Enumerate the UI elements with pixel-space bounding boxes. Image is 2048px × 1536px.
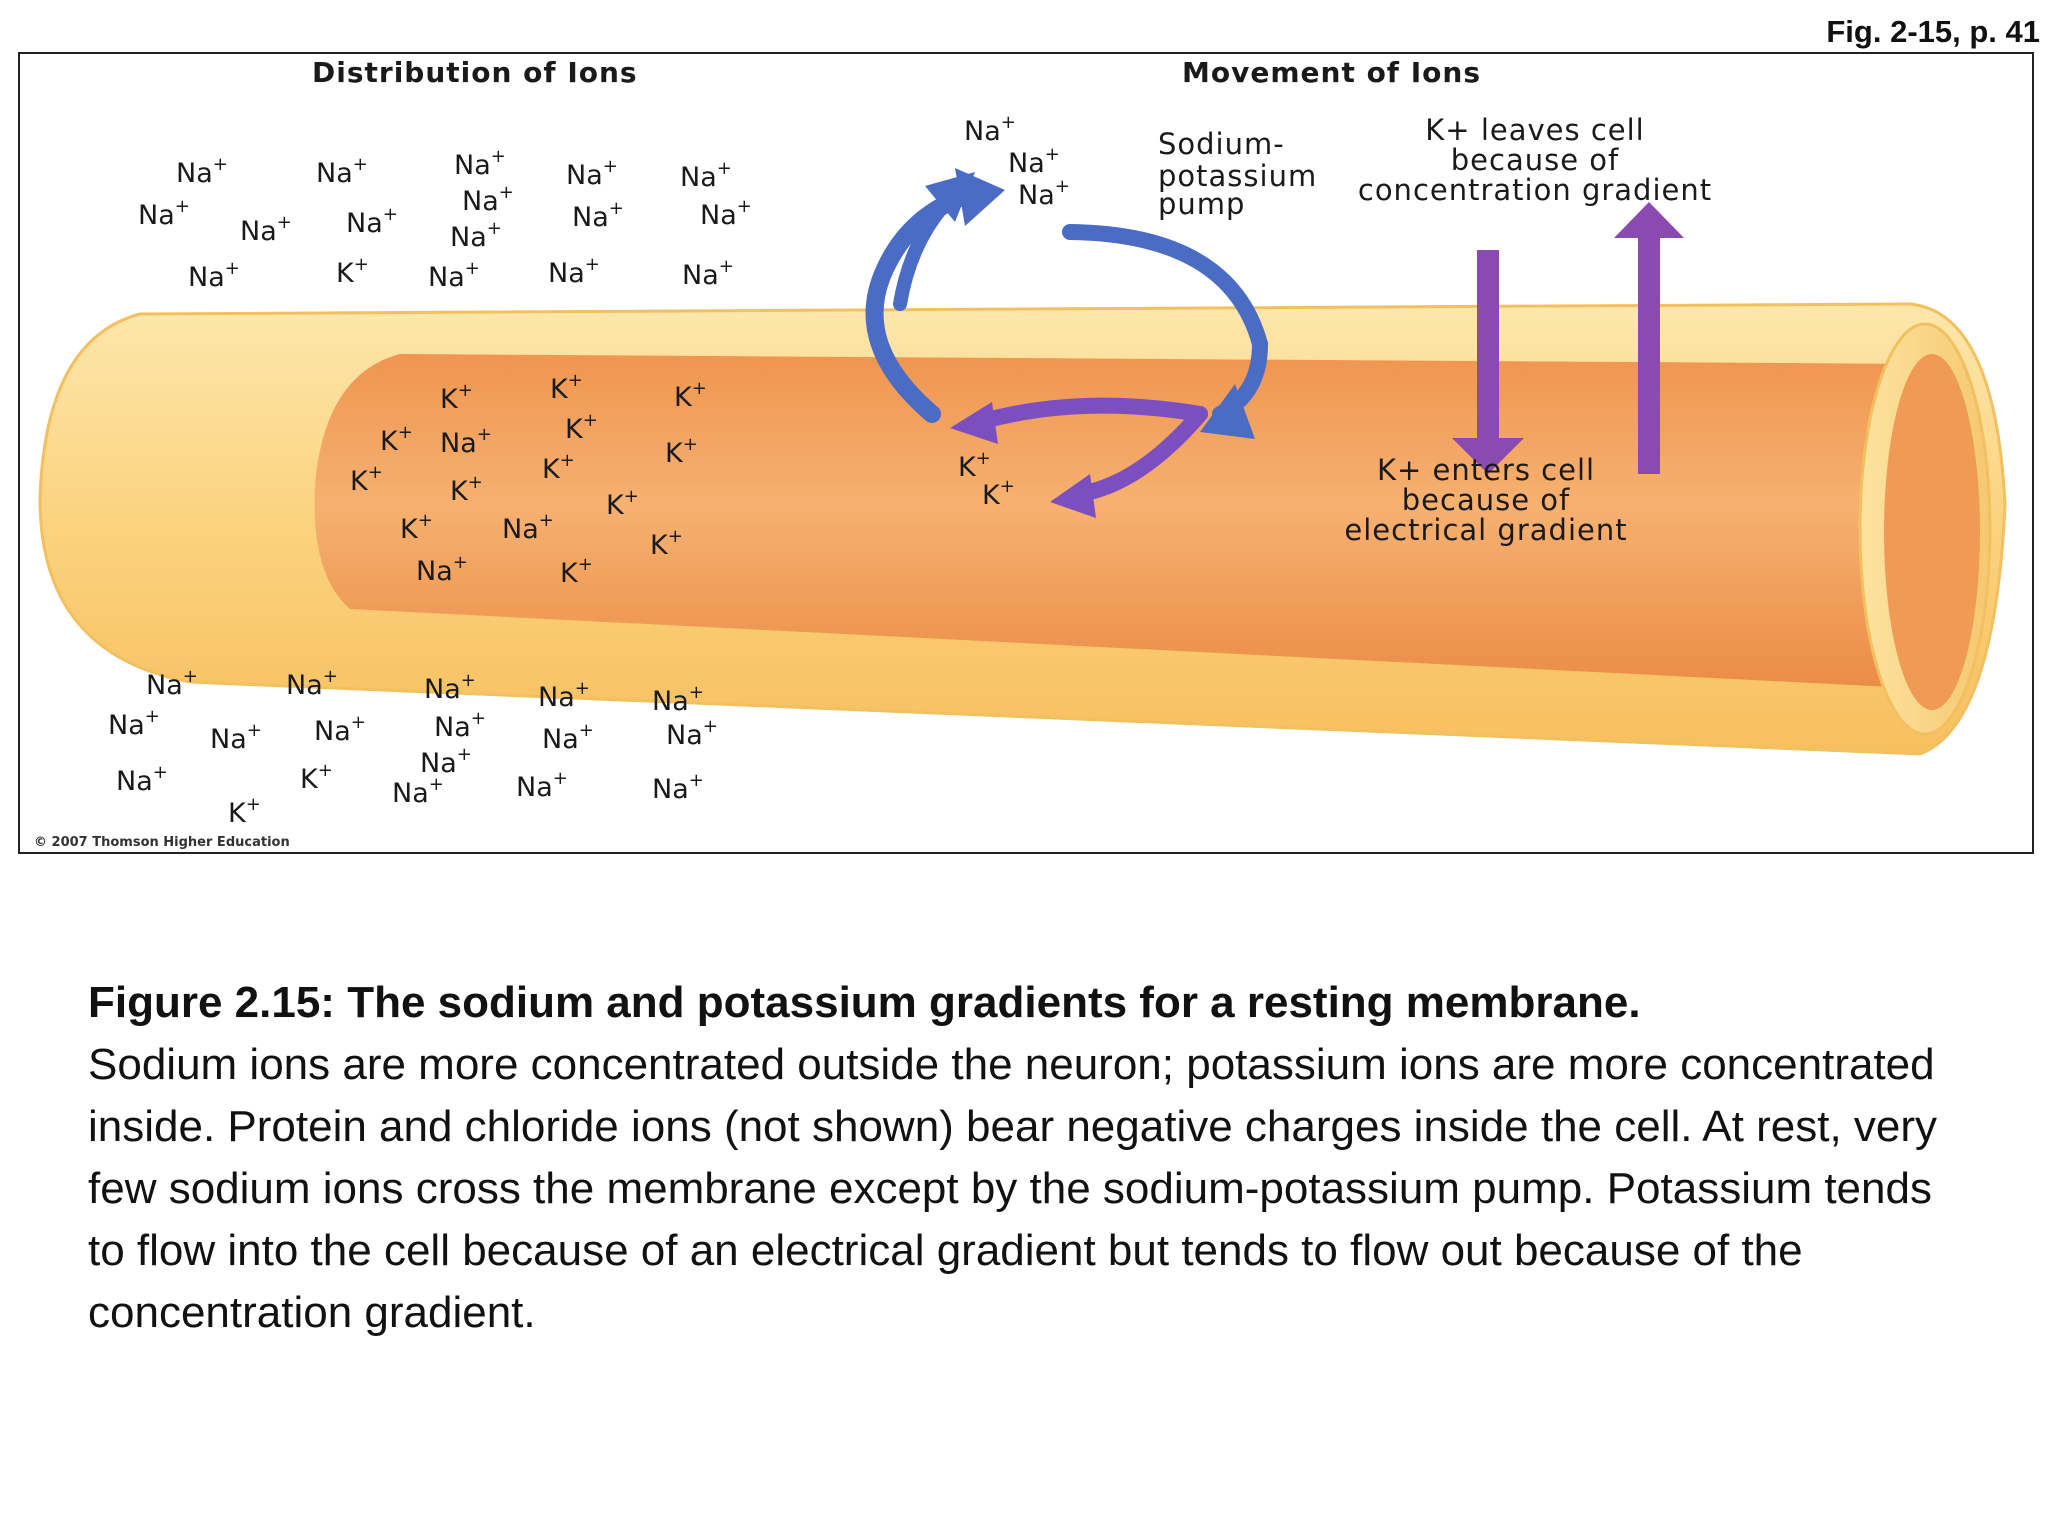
k-exit-arrow-shaft <box>1638 234 1660 474</box>
na-ion: Na+ <box>176 154 228 189</box>
k-enters-label-line-2: because of <box>1402 483 1570 517</box>
k-ion: K+ <box>228 794 261 829</box>
k-entry-arrowhead <box>1452 438 1524 474</box>
na-ion: Na+ <box>108 706 160 741</box>
na-ion: Na+ <box>666 716 718 751</box>
na-ion: Na+ <box>210 720 262 755</box>
na-ion: Na+ <box>450 218 502 253</box>
na-ion: Na+ <box>652 770 704 805</box>
na-ion: Na+ <box>316 154 368 189</box>
k-entry-arrow-shaft-lower <box>1477 372 1499 442</box>
na-ion: Na+ <box>138 196 190 231</box>
k-ion: K+ <box>400 510 433 545</box>
na-ion: Na+ <box>434 708 486 743</box>
heading-distribution: Distribution of Ions <box>312 56 638 89</box>
na-ion: Na+ <box>548 254 600 289</box>
k-channel-arrows <box>1452 202 1684 474</box>
ions-outside-top: Na+ Na+ Na+ Na+ Na+ Na+ Na+ Na+ Na+ Na+ … <box>138 146 752 293</box>
pump-return-arrow <box>1062 224 1269 422</box>
k-influx-arrow <box>1072 406 1208 502</box>
k-ion: K+ <box>650 526 683 561</box>
na-ion: Na+ <box>454 146 506 181</box>
axon-cut-end-inner <box>1884 354 1980 710</box>
k-enters-label-line-1: K+ enters cell <box>1377 453 1595 487</box>
na-ion: Na+ <box>116 762 168 797</box>
k-influx-arrowhead <box>1050 474 1096 518</box>
figure-caption: Figure 2.15: The sodium and potassium gr… <box>88 972 1968 1344</box>
na-ion: Na+ <box>428 258 480 293</box>
k-ion: K+ <box>300 760 333 795</box>
na-ion: Na+ <box>516 768 568 803</box>
na-ion: Na+ <box>682 256 734 291</box>
na-ion: Na+ <box>572 198 624 233</box>
k-leaves-label-line-3: concentration gradient <box>1358 173 1712 207</box>
figure-reference: Fig. 2-15, p. 41 <box>1826 14 2040 49</box>
k-ion: K+ <box>336 254 369 289</box>
k-leaves-label-line-2: because of <box>1451 143 1619 177</box>
k-enters-label-line-3: electrical gradient <box>1344 513 1627 547</box>
pump-label-line-3: pump <box>1158 187 1245 221</box>
ions-inside: K+ K+ K+ K+ Na+ K+ K+ K+ K+ K+ K+ K+ Na+… <box>350 370 707 589</box>
na-ion: Na+ <box>542 720 594 755</box>
k-ion: K+ <box>958 448 991 483</box>
na-ion: Na+ <box>392 774 444 809</box>
k-exit-arrowhead <box>1614 202 1684 238</box>
na-ion: Na+ <box>566 156 618 191</box>
figure-frame: Distribution of Ions Movement of Ions Na… <box>18 52 2034 854</box>
na-ion: Na+ <box>1018 176 1070 211</box>
na-ion: Na+ <box>462 182 514 217</box>
na-ion: Na+ <box>286 666 338 701</box>
sodium-potassium-pump-arrows <box>865 168 1269 518</box>
na-efflux-arrowhead-2 <box>925 172 975 222</box>
na-ion: Na+ <box>314 712 366 747</box>
na-ion: Na+ <box>652 682 704 717</box>
copyright-notice: © 2007 Thomson Higher Education <box>34 835 290 850</box>
na-ion: Na+ <box>424 670 476 705</box>
na-ion: Na+ <box>680 158 732 193</box>
pump-return-arrowhead <box>1200 384 1255 439</box>
k-leaves-label-line-1: K+ leaves cell <box>1425 113 1644 147</box>
na-ion: Na+ <box>1008 144 1060 179</box>
na-ion: Na+ <box>700 196 752 231</box>
ion-diagram: Distribution of Ions Movement of Ions Na… <box>34 56 2007 850</box>
na-ion: Na+ <box>188 258 240 293</box>
caption-title: Figure 2.15: The sodium and potassium gr… <box>88 978 1641 1027</box>
na-efflux-arrow-2 <box>893 197 952 311</box>
axon-interior <box>314 354 1950 689</box>
pump-label-line-1: Sodium- <box>1158 127 1285 161</box>
na-ion: Na+ <box>346 204 398 239</box>
na-ion: Na+ <box>146 666 198 701</box>
k-influx-arrow-2 <box>972 397 1208 430</box>
caption-body: Sodium ions are more concentrated outsid… <box>88 1040 1938 1337</box>
na-ion: Na+ <box>964 112 1016 147</box>
heading-movement: Movement of Ions <box>1182 56 1481 89</box>
k-ion: K+ <box>560 554 593 589</box>
k-influx-arrowhead-2 <box>950 402 998 444</box>
na-ion: Na+ <box>538 678 590 713</box>
k-entry-arrow-shaft <box>1477 250 1499 390</box>
na-ion: Na+ <box>240 212 292 247</box>
pump-label-line-2: potassium <box>1158 159 1317 193</box>
